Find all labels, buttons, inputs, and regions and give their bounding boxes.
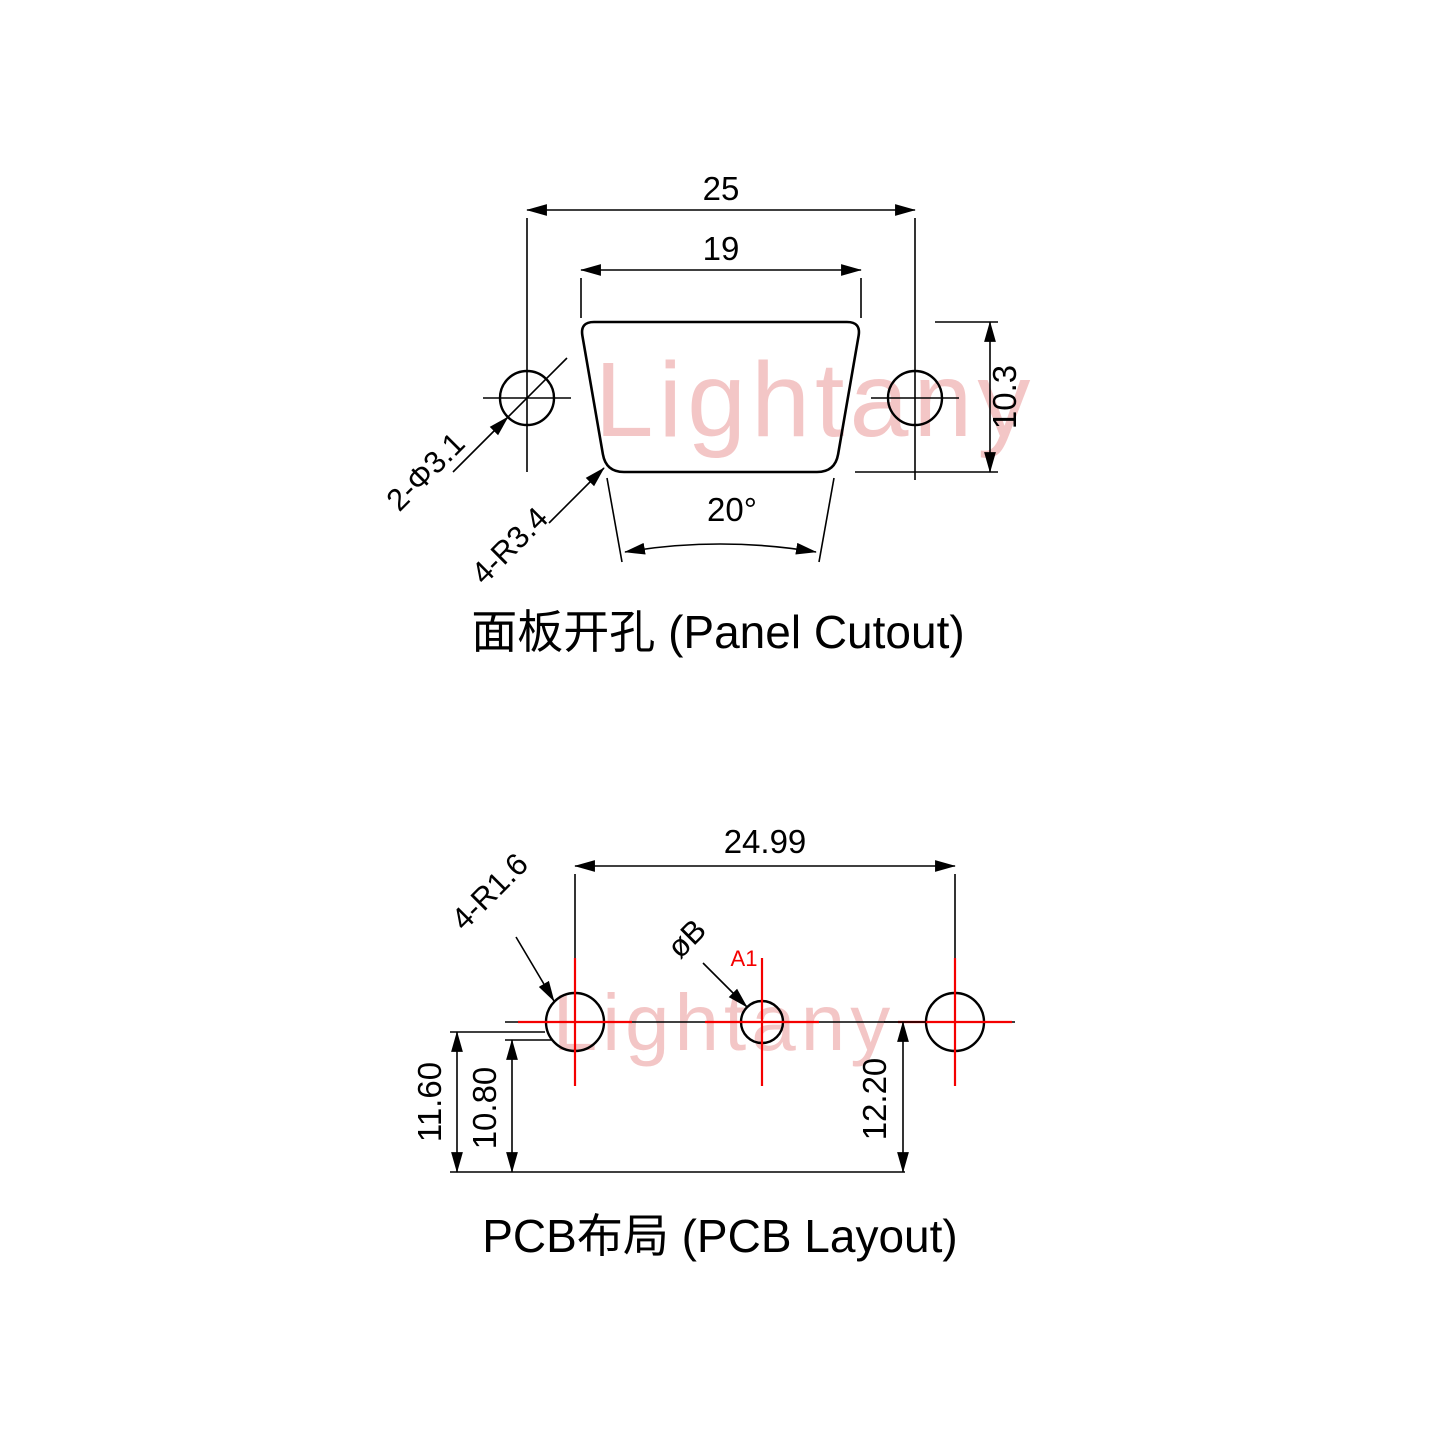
dsub-cutout-outline xyxy=(580,320,861,474)
panel-cutout-title: 面板开孔 (Panel Cutout) xyxy=(471,606,964,658)
dim-width-outer-value: 25 xyxy=(703,170,740,207)
callout-corner-radius-label: 4-R3.4 xyxy=(464,500,555,591)
dim-angle: 20° xyxy=(606,477,835,563)
leader-line xyxy=(548,467,605,524)
dim-left-outer-value: 11.60 xyxy=(411,1062,448,1142)
callout-mount-holes: 2-Φ3.1 xyxy=(379,357,568,518)
callout-slot-radius-label: 4-R1.6 xyxy=(444,846,535,937)
dim-angle-value: 20° xyxy=(707,491,757,528)
leader-line xyxy=(515,936,555,1002)
leader-line xyxy=(702,962,748,1008)
crosshair-pin-hole xyxy=(705,958,819,1086)
dim-width-outer: 25 xyxy=(526,170,916,480)
callout-slot-radius: 4-R1.6 xyxy=(444,846,555,1002)
dim-width-inner-value: 19 xyxy=(703,230,740,267)
dim-pitch-value: 24.99 xyxy=(724,823,807,860)
pcb-layout-title: PCB布局 (PCB Layout) xyxy=(482,1210,957,1262)
dim-left-outer: 11.60 xyxy=(411,1031,545,1173)
callout-corner-radius: 4-R3.4 xyxy=(464,467,605,591)
watermark-text-top: Lightany xyxy=(595,341,1036,459)
dim-height-value: 10.3 xyxy=(986,365,1023,429)
dim-pitch: 24.99 xyxy=(574,823,956,958)
crosshair-left-hole xyxy=(518,958,632,1086)
dim-left-inner: 10.80 xyxy=(466,1039,552,1173)
callout-pin-diameter-label: øB xyxy=(660,912,713,965)
callout-mount-holes-label: 2-Φ3.1 xyxy=(379,425,471,517)
angle-extension-right xyxy=(818,477,835,563)
dim-right: 12.20 xyxy=(856,1021,926,1173)
dim-right-value: 12.20 xyxy=(856,1058,893,1141)
leader-line-extension xyxy=(507,357,568,418)
angle-arc xyxy=(624,542,817,555)
pin-a1-label: A1 xyxy=(731,946,758,971)
angle-extension-left xyxy=(606,477,623,563)
dim-height: 10.3 xyxy=(855,321,1023,473)
leader-line xyxy=(452,416,509,473)
dim-left-inner-value: 10.80 xyxy=(466,1067,503,1150)
dim-width-inner: 19 xyxy=(580,230,862,318)
